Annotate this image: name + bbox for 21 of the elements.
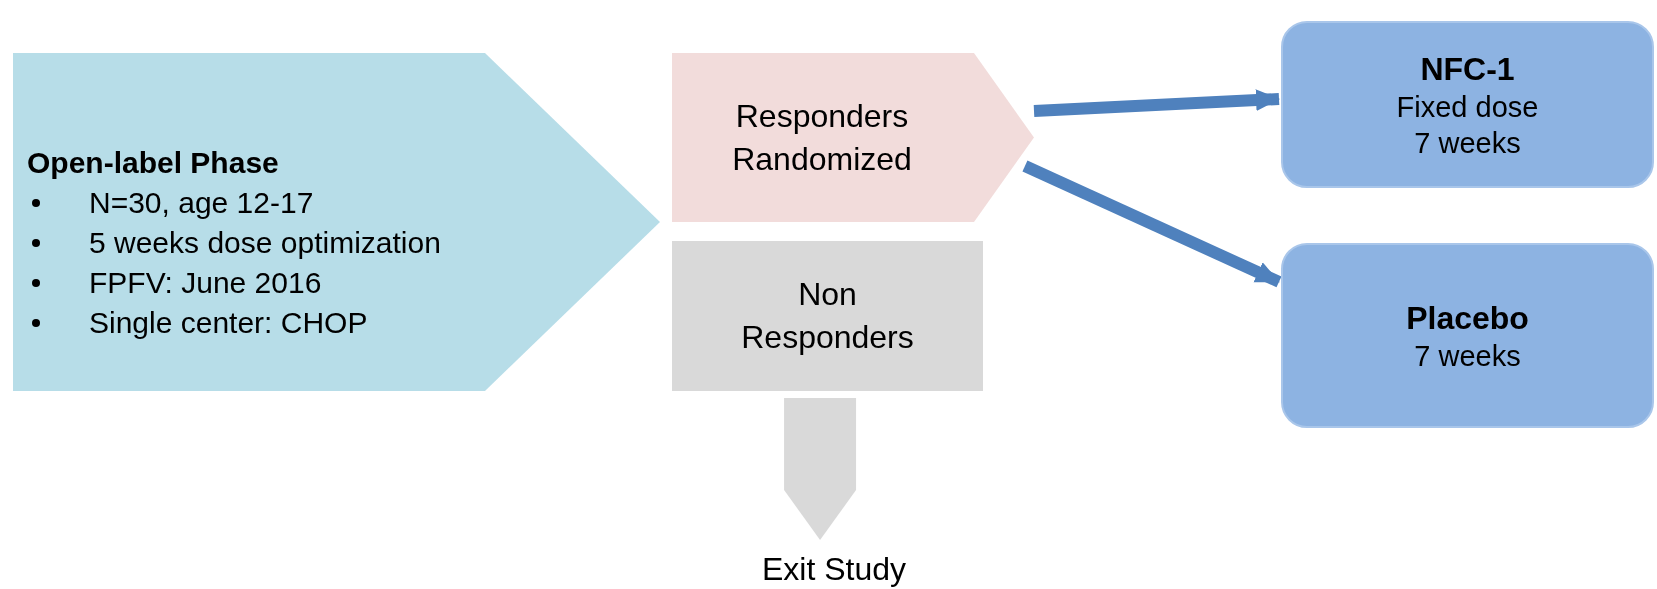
arrow bbox=[1033, 89, 1280, 117]
node-label: Exit Study bbox=[761, 550, 907, 589]
bullet-text: Single center: CHOP bbox=[89, 305, 368, 341]
rounded-box bbox=[1281, 243, 1654, 428]
box-text: 7 weeks bbox=[1414, 125, 1521, 161]
box-text: Fixed dose bbox=[1396, 89, 1539, 125]
bullet-text: 5 weeks dose optimization bbox=[89, 225, 441, 261]
node-label: Responders Randomized bbox=[731, 96, 913, 179]
arrow bbox=[1022, 160, 1282, 288]
bullet-text: N=30, age 12-17 bbox=[89, 185, 314, 221]
chevron-shape bbox=[672, 53, 1034, 222]
box-text: 7 weeks bbox=[1414, 338, 1521, 374]
box-title: Placebo bbox=[1406, 298, 1529, 338]
heading: Open-label Phase bbox=[27, 145, 280, 181]
bullet-text: FPFV: June 2016 bbox=[89, 265, 322, 301]
box-title: NFC-1 bbox=[1420, 49, 1515, 89]
chevron-shape bbox=[13, 53, 660, 391]
block-arrow bbox=[784, 398, 857, 540]
rounded-box bbox=[1281, 21, 1654, 188]
process-box bbox=[672, 241, 983, 391]
node-label: Non Responders bbox=[740, 275, 915, 357]
